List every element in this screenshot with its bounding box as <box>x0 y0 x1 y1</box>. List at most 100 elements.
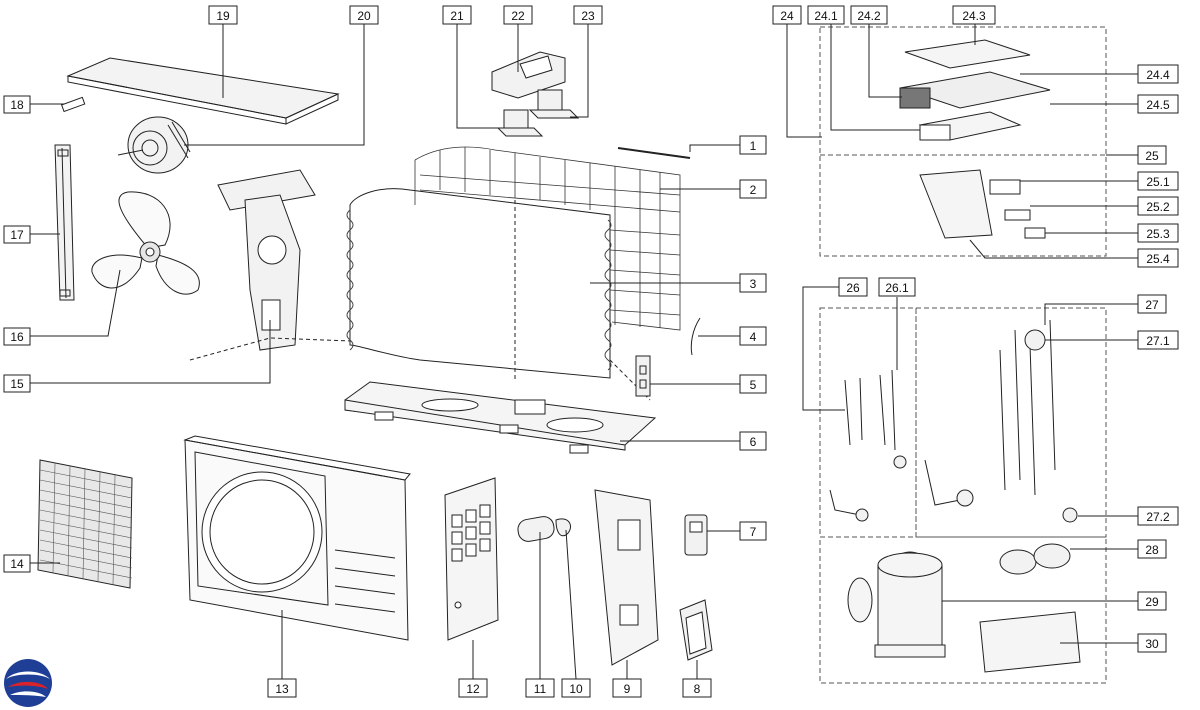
callout-box-22 <box>503 5 533 25</box>
callout-box-24-5 <box>1137 94 1179 114</box>
callout-box-26 <box>838 277 868 297</box>
callout-25-2: 25.2 <box>1146 200 1170 214</box>
callout-box-25 <box>1137 145 1167 165</box>
callout-4: 4 <box>750 330 757 344</box>
cover-7-drawing <box>684 514 708 556</box>
base-pan-drawing <box>344 381 657 454</box>
callout-box-7 <box>739 521 767 541</box>
clip-drawing <box>60 96 86 113</box>
leader-21 <box>456 22 508 129</box>
leader-10 <box>565 529 577 680</box>
callout-24-1: 24.1 <box>814 9 838 23</box>
callout-25-3: 25.3 <box>1146 227 1170 241</box>
callout-24-2: 24.2 <box>857 9 881 23</box>
pipe-assembly-27-drawing <box>924 319 1078 523</box>
callout-box-24-4 <box>1137 64 1179 84</box>
callout-box-16 <box>3 327 31 346</box>
callout-7: 7 <box>750 525 757 539</box>
callout-box-12 <box>458 678 488 698</box>
callout-20: 20 <box>357 9 371 23</box>
callout-box-2 <box>739 179 767 199</box>
callout-box-27 <box>1137 294 1167 314</box>
callout-box-24-1 <box>807 5 845 25</box>
reactor-drawing <box>496 109 544 137</box>
leader-20 <box>184 22 365 146</box>
callout-24-3: 24.3 <box>962 9 986 23</box>
callout-box-25-3 <box>1137 223 1179 243</box>
brand-logo-icon <box>4 659 52 707</box>
callout-box-17 <box>3 225 31 244</box>
callout-24: 24 <box>780 9 794 23</box>
side-panel-drawing <box>444 477 499 641</box>
callout-box-14 <box>3 554 31 573</box>
callout-24-5: 24.5 <box>1146 98 1170 112</box>
callout-25-1: 25.1 <box>1146 175 1170 189</box>
leader-16 <box>30 269 121 337</box>
callout-1: 1 <box>750 139 757 153</box>
callout-box-4 <box>739 326 767 346</box>
callout-box-19 <box>208 5 238 25</box>
leader-27 <box>1044 303 1138 325</box>
callout-box-8 <box>682 678 712 698</box>
leader-23 <box>570 22 589 118</box>
callout-box-27-1 <box>1137 330 1179 350</box>
callout-15: 15 <box>10 377 24 391</box>
clamp-drawing <box>555 518 571 537</box>
terminal-bracket-drawing <box>635 355 651 397</box>
callout-box-26-1 <box>878 277 916 297</box>
callout-13: 13 <box>275 682 289 696</box>
cover-8-drawing <box>679 599 713 661</box>
callout-box-29 <box>1137 591 1167 611</box>
callout-11: 11 <box>534 682 547 696</box>
gasket-drawing <box>999 543 1071 575</box>
compressor-plate-drawing <box>979 611 1081 673</box>
callout-21: 21 <box>450 9 464 23</box>
callout-box-1 <box>739 135 767 155</box>
callout-2: 2 <box>750 183 757 197</box>
callout-19: 19 <box>216 9 230 23</box>
rod-drawing <box>617 147 691 159</box>
callout-5: 5 <box>750 378 757 392</box>
callout-box-11 <box>525 678 555 698</box>
callout-box-3 <box>739 273 767 293</box>
fan-blade-drawing <box>91 191 200 295</box>
top-cover-drawing <box>66 57 340 125</box>
side-grille-drawing <box>37 459 133 589</box>
grille-drawing <box>414 146 681 331</box>
callout-14: 14 <box>10 557 24 571</box>
leader-1 <box>689 144 740 152</box>
callout-9: 9 <box>624 682 631 696</box>
callout-box-18 <box>3 95 31 114</box>
callout-box-28 <box>1137 539 1167 559</box>
callout-18: 18 <box>10 98 24 112</box>
coil-drawing <box>346 188 612 380</box>
fan-motor-drawing <box>117 116 191 174</box>
callout-12: 12 <box>466 682 480 696</box>
callout-box-5 <box>739 374 767 394</box>
callout-10: 10 <box>569 682 583 696</box>
cover-plate-drawing <box>491 51 566 99</box>
callout-box-24-2 <box>850 5 888 25</box>
leader-24-2 <box>868 24 902 98</box>
callout-box-23 <box>573 5 603 25</box>
leader-15 <box>30 320 271 384</box>
group-box-27 <box>915 307 1107 538</box>
callout-box-24-3 <box>952 5 996 25</box>
leader-25-4 <box>969 239 1138 259</box>
side-plate-drawing <box>594 489 659 666</box>
leader-24-1 <box>830 24 920 131</box>
callout-box-25-4 <box>1137 248 1179 268</box>
callout-26: 26 <box>846 281 860 295</box>
leader-26 <box>802 286 845 411</box>
bracket-drawing <box>54 144 75 301</box>
group-box-24-25 <box>819 26 1107 257</box>
callout-box-20 <box>349 5 379 25</box>
callout-16: 16 <box>10 330 24 344</box>
group-box-26 <box>819 307 917 538</box>
callout-box-25-1 <box>1137 171 1179 191</box>
callout-30: 30 <box>1145 637 1159 651</box>
callout-23: 23 <box>581 9 595 23</box>
bracket-set-drawing <box>919 169 1046 239</box>
callout-box-6 <box>739 431 767 451</box>
